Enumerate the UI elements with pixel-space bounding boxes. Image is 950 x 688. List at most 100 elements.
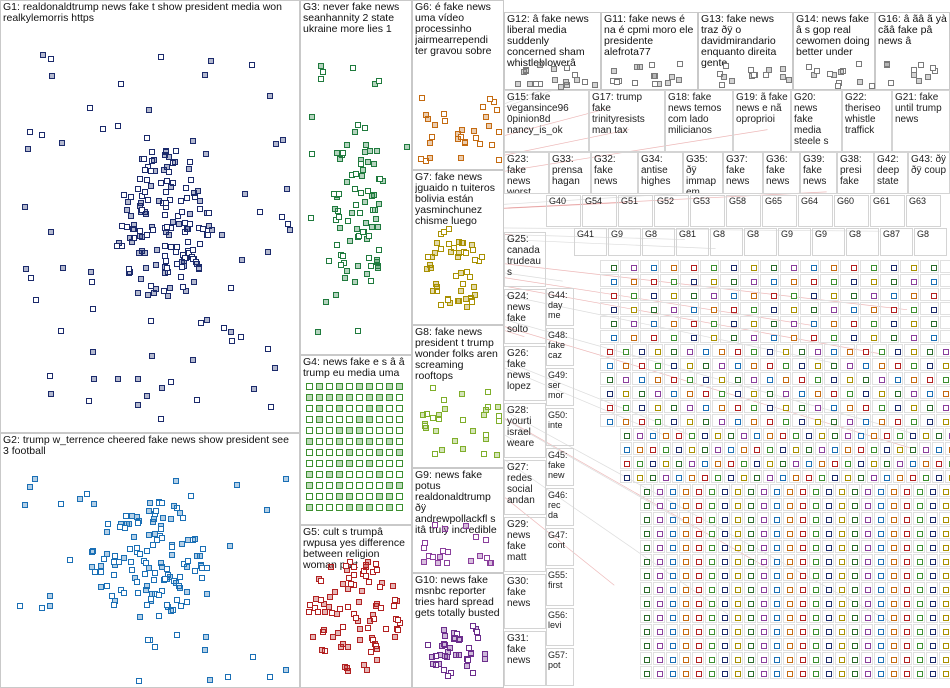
graph-node	[891, 587, 897, 593]
graph-node	[735, 419, 741, 425]
tiny-group-cell	[848, 638, 860, 651]
graph-node	[709, 489, 715, 495]
tiny-group-cell	[757, 512, 769, 525]
tiny-group-cell	[887, 638, 899, 651]
group-title-tiny: G9	[813, 228, 829, 240]
graph-node	[878, 545, 884, 551]
tiny-group-cell	[731, 596, 743, 609]
group-panel-g50: G50: inte	[546, 408, 574, 446]
graph-node	[696, 503, 702, 509]
tiny-group-cell	[640, 582, 652, 595]
tiny-group-cell	[783, 484, 795, 497]
tiny-group-cell	[783, 568, 795, 581]
tiny-group-cell	[783, 652, 795, 665]
tiny-group-cell	[874, 596, 886, 609]
graph-node	[839, 503, 845, 509]
group-panel-g25: G25: canada trudeau s	[504, 232, 546, 287]
graph-node	[879, 349, 885, 355]
graph-node	[711, 335, 717, 341]
graph-node	[650, 475, 656, 481]
tiny-group-cell	[757, 666, 769, 679]
tiny-group-cell	[728, 344, 743, 357]
tiny-group-cell	[887, 582, 899, 595]
tiny-group-cell	[809, 484, 821, 497]
tiny-group-cell	[731, 568, 743, 581]
graph-node	[683, 601, 689, 607]
tiny-group-cell	[770, 652, 782, 665]
tiny-group-cell	[802, 442, 814, 455]
graph-node	[904, 643, 910, 649]
graph-node	[767, 377, 773, 383]
tiny-group-cell	[939, 484, 950, 497]
graph-node	[943, 601, 949, 607]
tiny-group-cell	[828, 456, 840, 469]
graph-node	[904, 517, 910, 523]
group-panel-g24: G24: news fake solto	[504, 289, 546, 344]
graph-node	[691, 321, 697, 327]
tiny-group-cell	[679, 582, 691, 595]
tiny-group-cell	[874, 624, 886, 637]
graph-node	[845, 461, 851, 467]
tiny-group-cell	[705, 512, 717, 525]
graph-node	[771, 265, 777, 271]
tiny-group-cell	[757, 498, 769, 511]
tiny-group-cell	[939, 624, 950, 637]
graph-node	[826, 559, 832, 565]
graph-node	[637, 447, 643, 453]
graph-node	[783, 419, 789, 425]
tiny-group-cell	[757, 610, 769, 623]
tiny-group-cell	[757, 638, 769, 651]
tiny-group-cell	[700, 302, 719, 315]
graph-node	[813, 587, 819, 593]
graph-node	[650, 447, 656, 453]
tiny-group-cell	[809, 526, 821, 539]
graph-node	[865, 587, 871, 593]
tiny-group-cell	[712, 344, 727, 357]
graph-node	[639, 391, 645, 397]
tiny-group-cell	[780, 288, 799, 301]
graph-node	[651, 307, 657, 313]
tiny-group-cell	[692, 610, 704, 623]
graph-node	[728, 475, 734, 481]
graph-node	[917, 615, 923, 621]
tiny-group-cell	[783, 540, 795, 553]
graph-node	[676, 475, 682, 481]
tiny-group-cell	[822, 484, 834, 497]
graph-node	[735, 615, 741, 621]
tiny-group-cell	[874, 652, 886, 665]
graph-node	[623, 363, 629, 369]
tiny-group-cell	[680, 288, 699, 301]
tiny-group-cell	[840, 414, 855, 427]
graph-node	[917, 545, 923, 551]
graph-node	[826, 587, 832, 593]
group-title-g45: G45: fake new	[547, 449, 573, 481]
graph-node	[735, 629, 741, 635]
group-title-g42: G42: deep state	[875, 153, 907, 188]
graph-node	[826, 671, 832, 677]
graph-node	[793, 461, 799, 467]
tiny-group-cell	[820, 274, 839, 287]
graph-node	[722, 545, 728, 551]
tiny-group-cell	[744, 652, 756, 665]
graph-node	[931, 307, 937, 313]
group-panel-g2: G2: trump w_terrence cheered fake news s…	[0, 433, 300, 688]
tiny-group-cell	[653, 596, 665, 609]
graph-node	[936, 433, 942, 439]
graph-node	[657, 573, 663, 579]
graph-node	[891, 517, 897, 523]
graph-node	[735, 559, 741, 565]
tiny-group-cell	[809, 666, 821, 679]
tiny-group-cell	[680, 316, 699, 329]
graph-node	[774, 615, 780, 621]
tiny-group-cell	[718, 652, 730, 665]
tiny-group-cell	[939, 666, 950, 679]
graph-node	[657, 657, 663, 663]
graph-node	[709, 671, 715, 677]
tiny-group-cell	[696, 372, 711, 385]
graph-node	[731, 279, 737, 285]
graph-node	[663, 433, 669, 439]
graph-node	[655, 419, 661, 425]
tiny-group-cell	[848, 610, 860, 623]
tiny-group-cell	[835, 554, 847, 567]
graph-node	[878, 657, 884, 663]
